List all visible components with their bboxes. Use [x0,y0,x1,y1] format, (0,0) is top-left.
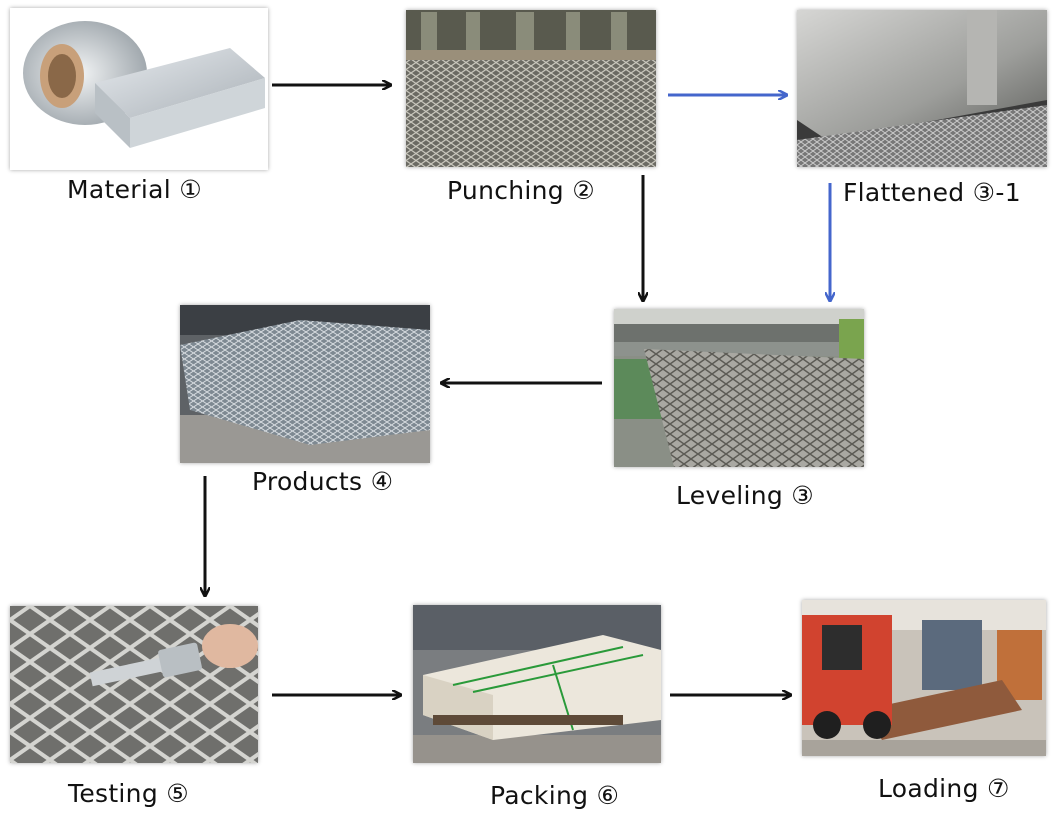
testing-photo [10,606,258,763]
loading-photo [802,600,1046,756]
flattened-photo [797,10,1047,167]
packing-photo [413,605,661,763]
step-label-leveling: Leveling ③ [676,481,815,510]
step-label-material: Material ① [67,175,202,204]
step-label-packing: Packing ⑥ [490,781,620,810]
step-label-flattened: Flattened ③-1 [843,178,1021,207]
step-label-punching: Punching ② [447,176,595,205]
leveling-photo [614,309,864,467]
step-label-testing: Testing ⑤ [68,779,189,808]
step-label-products: Products ④ [252,467,394,496]
material-photo [10,8,268,170]
products-photo [180,305,430,463]
step-label-loading: Loading ⑦ [878,774,1010,803]
punching-photo [406,10,656,167]
